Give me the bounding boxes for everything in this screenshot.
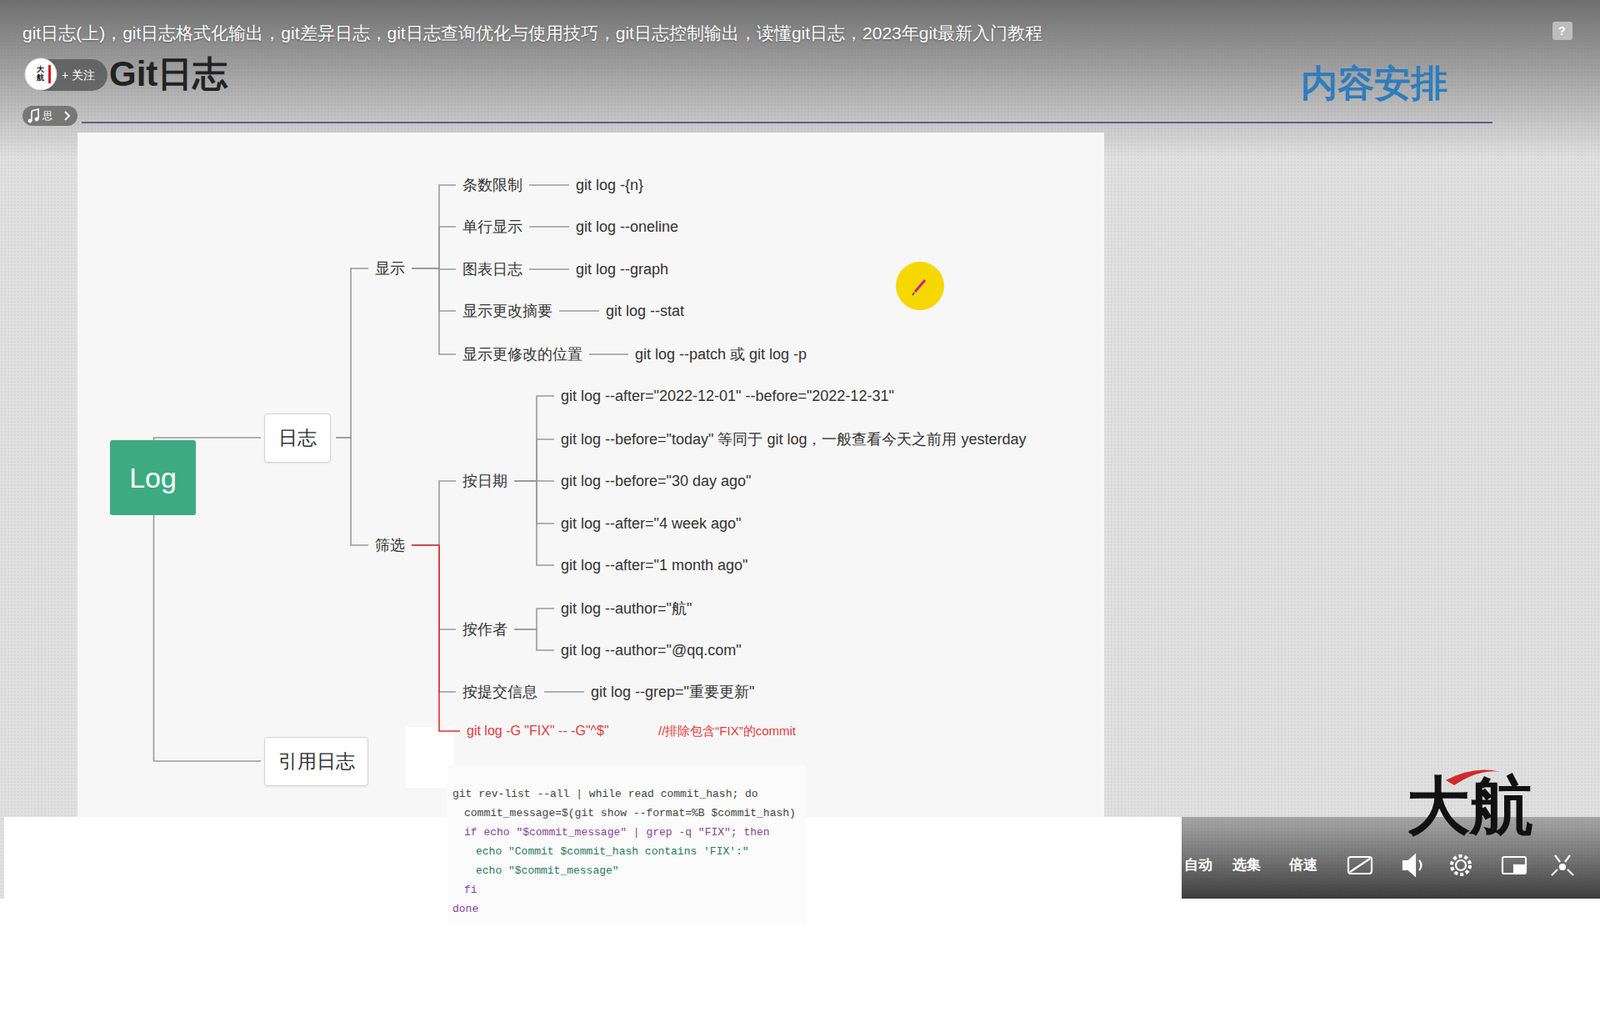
node-text: 日志 (278, 425, 317, 451)
connector (529, 268, 570, 270)
node-text: git log -{n} (575, 176, 644, 194)
root-box: Log (110, 440, 196, 515)
code-line: fi (464, 883, 478, 897)
help-icon: ? (1558, 24, 1566, 39)
branch-text: git log --after="1 month ago" (559, 556, 750, 575)
node-text: 显示更修改的位置 (462, 345, 583, 363)
node-text: 按作者 (462, 620, 508, 638)
branch-text: 按作者 (460, 619, 510, 640)
section-heading: Git日志 (109, 53, 228, 95)
connector (411, 545, 460, 731)
connector (529, 184, 570, 186)
branch-text: 按日期 (460, 470, 510, 491)
connector (411, 545, 456, 630)
branch-text: git log -G "FIX" -- -G"^$" (465, 723, 611, 739)
branch-text: git log --before="30 day ago" (559, 472, 753, 490)
code-line: echo "Commit $commit_hash contains 'FIX'… (475, 845, 750, 859)
branch-text: 图表日志 (460, 259, 525, 280)
node-text: git log --patch 或 git log -p (635, 345, 807, 363)
node-text: 显示 (375, 260, 405, 277)
control-label: 自动 (1184, 856, 1213, 874)
node-text: git log --after="1 month ago" (560, 556, 748, 574)
connector (335, 437, 369, 545)
node-text: 引用日志 (278, 748, 355, 775)
connector (529, 225, 570, 228)
node-text: git log -G "FIX" -- -G"^$" (466, 723, 610, 738)
branch-text: git log --stat (604, 302, 686, 320)
logo-text: 大航 (1406, 768, 1534, 845)
follow-button: + 关注 (61, 68, 95, 83)
code-line: commit_message=$(git show --format=%B $c… (464, 806, 796, 820)
music-tag: 思 (42, 110, 53, 122)
node-text: git log --after="4 week ago" (560, 515, 741, 532)
branch-text: git log --oneline (574, 218, 680, 236)
branch-text: git log --grep="重要更新" (589, 681, 756, 702)
branch-text: git log --patch 或 git log -p (633, 344, 809, 365)
code-line: if echo "$commit_message" | grep -q "FIX… (464, 825, 770, 840)
connector (335, 268, 369, 438)
connector (589, 353, 629, 355)
node-text: 图表日志 (462, 260, 523, 278)
connector (514, 608, 555, 630)
node-text: git log --grep="重要更新" (590, 683, 755, 700)
connector (514, 395, 555, 481)
code-line: git rev-list --all | while read commit_h… (452, 787, 759, 801)
node-text: 按提交信息 (462, 683, 538, 700)
connector (514, 480, 555, 524)
connector (411, 185, 456, 269)
node-text: git log --author="航" (560, 600, 692, 617)
branch-text: git log --after="4 week ago" (559, 515, 743, 533)
node-text: 筛选 (375, 536, 405, 554)
connector (559, 310, 600, 312)
connector (514, 439, 555, 481)
node-text: git log --graph (575, 260, 669, 278)
avatar-text: 大航 (36, 65, 45, 83)
branch-text: 筛选 (373, 535, 407, 555)
node-text: git log --before="30 day ago" (560, 472, 751, 490)
control-label: 选集 (1232, 856, 1261, 874)
topic-box: 引用日志 (264, 736, 369, 786)
node-text: git log --before="today" 等同于 git log，一般查… (560, 430, 1026, 448)
connector (154, 515, 262, 761)
branch-text: git log --author="@qq.com" (559, 641, 744, 660)
control-label: 倍速 (1289, 856, 1318, 874)
code-comment: //排除包含“FIX”的commit (658, 723, 796, 739)
connector (411, 268, 456, 311)
connector (411, 268, 456, 355)
node-text: 条数限制 (462, 176, 523, 194)
content-heading: 内容安排 (1300, 61, 1448, 106)
connector (411, 480, 456, 545)
node-text: git log --stat (605, 302, 685, 320)
topic-box: 日志 (264, 413, 331, 463)
branch-text: 显示更修改的位置 (460, 344, 585, 365)
branch-text: git log --before="today" 等同于 git log，一般查… (559, 429, 1028, 450)
branch-text: 显示 (373, 258, 407, 279)
node-text: 按日期 (462, 472, 508, 490)
node-text: 显示更改摘要 (462, 302, 553, 320)
branch-text: 按提交信息 (460, 681, 540, 702)
branch-text: git log --author="航" (559, 598, 694, 619)
branch-text: 单行显示 (460, 216, 525, 237)
code-line: echo "$commit_message" (475, 864, 620, 878)
branch-text: git log --after="2022-12-01" --before="2… (559, 387, 896, 405)
node-text: 单行显示 (462, 218, 523, 235)
connector (411, 226, 456, 269)
code-line: done (452, 902, 479, 916)
branch-text: 条数限制 (460, 175, 525, 195)
video-title: git日志(上)，git日志格式化输出，git差异日志，git日志查询优化与使用… (22, 22, 1043, 44)
node-text: git log --oneline (575, 218, 679, 235)
node-text: git log --after="2022-12-01" --before="2… (560, 387, 895, 405)
branch-text: git log -{n} (574, 176, 645, 195)
node-text: Log (129, 461, 177, 495)
connector (514, 629, 555, 650)
branch-text: git log --graph (574, 260, 670, 279)
connector (514, 480, 555, 565)
branch-text: 显示更改摘要 (460, 300, 555, 321)
connector (544, 690, 585, 693)
connector (411, 545, 456, 692)
node-text: git log --author="@qq.com" (560, 641, 742, 659)
